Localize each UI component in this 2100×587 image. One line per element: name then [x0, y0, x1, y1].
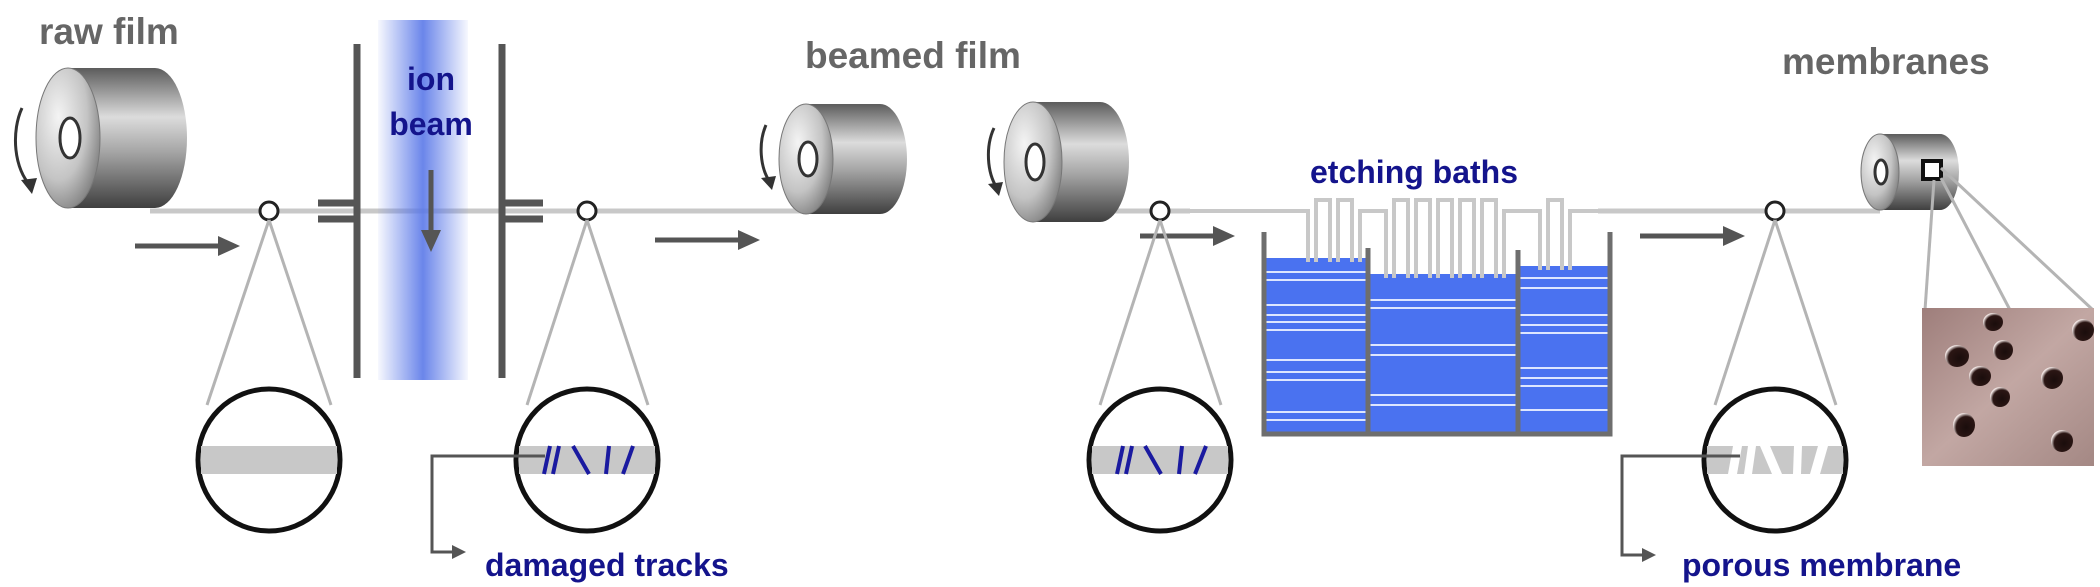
- magnifier-icon: [195, 386, 343, 534]
- magnifier-icon: [1086, 386, 1234, 534]
- arrow-right-icon: [1640, 226, 1745, 246]
- ion-beam-label-line2: beam: [389, 106, 473, 142]
- beamed-film-label: beamed film: [805, 35, 1021, 76]
- beam-chamber: [318, 44, 543, 378]
- damaged-tracks-label: damaged tracks: [485, 547, 729, 583]
- arrow-right-icon: [655, 230, 760, 250]
- roll-icon: [35, 67, 187, 209]
- roll-icon: [778, 103, 907, 215]
- curved-arrow-icon: [13, 107, 32, 187]
- curved-arrow-icon: [986, 127, 999, 189]
- membrane-sem-image: [1922, 308, 2094, 466]
- roll-icon: [1860, 133, 1959, 211]
- ion-beam: [378, 20, 468, 380]
- callout-pointer: [1620, 454, 1740, 562]
- callout-pointer: [430, 454, 545, 559]
- curved-arrow-head: [761, 176, 776, 190]
- magnifier-icon: [1701, 386, 1849, 534]
- arrow-right-icon: [1140, 226, 1235, 246]
- magnifier-icon: [513, 386, 661, 534]
- curved-arrow-icon: [759, 124, 772, 183]
- curved-arrow-head: [988, 182, 1003, 196]
- membranes-label: membranes: [1782, 41, 1990, 82]
- sample-square-icon: [1921, 159, 1943, 181]
- ion-beam-label-line1: ion: [407, 61, 455, 97]
- etching-baths: [1190, 198, 1613, 437]
- arrow-right-icon: [135, 236, 240, 256]
- arrow-down-icon: [421, 170, 441, 252]
- porous-membrane-label: porous membrane: [1682, 547, 1961, 583]
- etching-baths-label: etching baths: [1310, 154, 1518, 190]
- raw-film-label: raw film: [39, 11, 179, 52]
- roll-icon: [1003, 101, 1129, 223]
- magnifier-cone-lines: [205, 166, 2095, 406]
- curved-arrow-head: [21, 178, 37, 194]
